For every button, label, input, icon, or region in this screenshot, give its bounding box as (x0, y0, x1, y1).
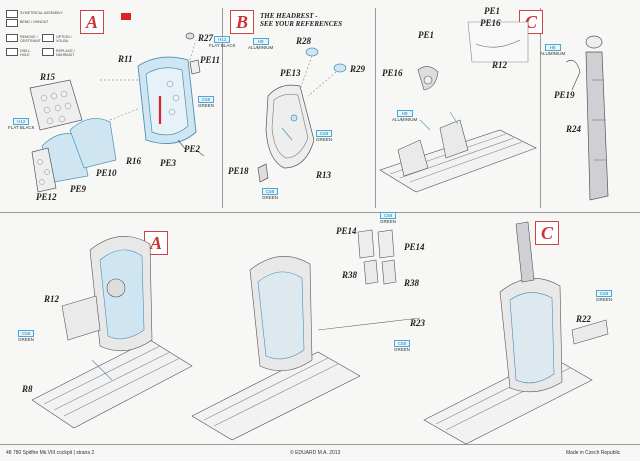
paint-name: ALUMINIUM (392, 117, 418, 122)
paint-name: GREEN (316, 137, 333, 142)
fold-icon (6, 19, 18, 27)
part-label-pe1-b: PE1 (418, 30, 435, 40)
vertical-divider-2 (375, 8, 376, 208)
part-label-pe11: PE11 (200, 55, 221, 65)
paint-name: GREEN (596, 297, 613, 302)
paint-callout-green: C58 GREEN (262, 188, 278, 200)
paint-code: C58 (596, 290, 612, 297)
part-label-r8: R8 (22, 384, 33, 394)
part-label-pe19: PE19 (554, 90, 575, 100)
panel-label-c-bottom: C (535, 221, 559, 245)
paint-callout-green: C58 GREEN (316, 130, 332, 142)
paint-code: C58 (380, 212, 396, 219)
part-label-pe13: PE13 (280, 68, 301, 78)
part-label-r12-bottom: R12 (44, 294, 60, 304)
paint-callout-aluminium: H8 ALUMINIUM (540, 44, 565, 56)
drill-hole-icon (6, 48, 18, 56)
paint-callout-black: H12 FLAT BLACK (209, 36, 236, 48)
part-label-r12-top: R12 (492, 60, 508, 70)
paint-code: H12 (214, 36, 231, 43)
panel-label-a: A (80, 10, 104, 34)
part-label-pe18: PE18 (228, 166, 249, 176)
paint-name: GREEN (262, 195, 279, 200)
paint-callout-green: C58 GREEN (198, 96, 214, 108)
footer-left: 48 780 Spitfire Mk.VIII cockpit | strana… (6, 450, 95, 456)
paint-code: H12 (13, 118, 30, 125)
part-label-pe14-b: PE14 (404, 242, 425, 252)
legend-label: OPTION / VOLBA (56, 35, 72, 43)
paint-name: ALUMINIUM (248, 45, 274, 50)
footer-center: © EDUARD M.A. 2013 (290, 450, 341, 456)
part-label-pe9: PE9 (70, 184, 87, 194)
replace-icon (42, 48, 54, 56)
part-label-pe3: PE3 (160, 158, 177, 168)
part-label-r28: R28 (296, 36, 312, 46)
symmetrical-assembly-icon (6, 10, 18, 18)
panel-label-b: B (230, 10, 254, 34)
legend-label: DRILL HOLE (20, 49, 31, 57)
paint-name: GREEN (198, 103, 215, 108)
part-label-pe14-a: PE14 (336, 226, 357, 236)
part-label-pe12: PE12 (36, 192, 57, 202)
part-label-pe16-b: PE16 (382, 68, 403, 78)
paint-code: H8 (252, 38, 269, 45)
horizontal-divider (0, 212, 640, 213)
part-label-r15: R15 (40, 72, 56, 82)
part-label-r16: R16 (126, 156, 142, 166)
paint-callout-aluminium: H8 ALUMINIUM (392, 110, 417, 122)
vertical-divider-1 (222, 8, 223, 208)
footer-right: Made in Czech Republic (566, 450, 621, 456)
legend-label: SYMETRICAL ASSEMBLY (20, 11, 63, 15)
headrest-note-line-2: SEE YOUR REFERENCES (260, 20, 342, 28)
headrest-note-line-1: THE HEADREST - (260, 12, 318, 20)
paint-name: GREEN (18, 337, 35, 342)
part-label-r22: R22 (576, 314, 592, 324)
paint-name: GREEN (394, 347, 411, 352)
paint-callout-green: C58 GREEN (18, 330, 34, 342)
paint-callout-black: H12 FLAT BLACK (8, 118, 35, 130)
headrest-note: THE HEADREST - SEE YOUR REFERENCES (260, 12, 342, 28)
part-label-pe16-a: PE16 (480, 18, 501, 28)
paint-code: C58 (18, 330, 34, 337)
paint-code: C58 (316, 130, 332, 137)
paint-code: H8 (396, 110, 413, 117)
paint-name: FLAT BLACK (8, 125, 35, 130)
paint-name: GREEN (380, 219, 397, 224)
part-label-r24: R24 (566, 124, 582, 134)
option-icon (42, 34, 54, 42)
paint-name: FLAT BLACK (209, 43, 236, 48)
part-label-r11: R11 (118, 54, 133, 64)
part-label-pe2: PE2 (184, 144, 201, 154)
paint-code: H8 (544, 44, 561, 51)
color-swatch-red (121, 13, 131, 20)
legend-label: REPLACE / NAHRADIT (56, 49, 75, 57)
part-label-r13: R13 (316, 170, 332, 180)
remove-icon (6, 34, 18, 42)
part-label-r23: R23 (410, 318, 426, 328)
part-label-pe10: PE10 (96, 168, 117, 178)
paint-callout-aluminium: H8 ALUMINIUM (248, 38, 273, 50)
legend-label: BEND / OHNOUT (20, 20, 49, 24)
part-label-r38-b: R38 (404, 278, 420, 288)
part-label-r29: R29 (350, 64, 366, 74)
paint-name: ALUMINIUM (540, 51, 566, 56)
paint-code: C58 (262, 188, 278, 195)
bottom-rule (0, 444, 640, 445)
paint-callout-green: C58 GREEN (380, 212, 396, 224)
part-label-pe1-a: PE1 (484, 6, 501, 16)
legend-label: REMOVE / ODSTRANIT (20, 35, 41, 43)
part-label-r27: R27 (198, 33, 214, 43)
paint-code: C58 (198, 96, 214, 103)
paint-code: C58 (394, 340, 410, 347)
paint-callout-green: C58 GREEN (394, 340, 410, 352)
part-label-r38-a: R38 (342, 270, 358, 280)
paint-callout-green: C58 GREEN (596, 290, 612, 302)
vertical-divider-3 (540, 8, 541, 208)
